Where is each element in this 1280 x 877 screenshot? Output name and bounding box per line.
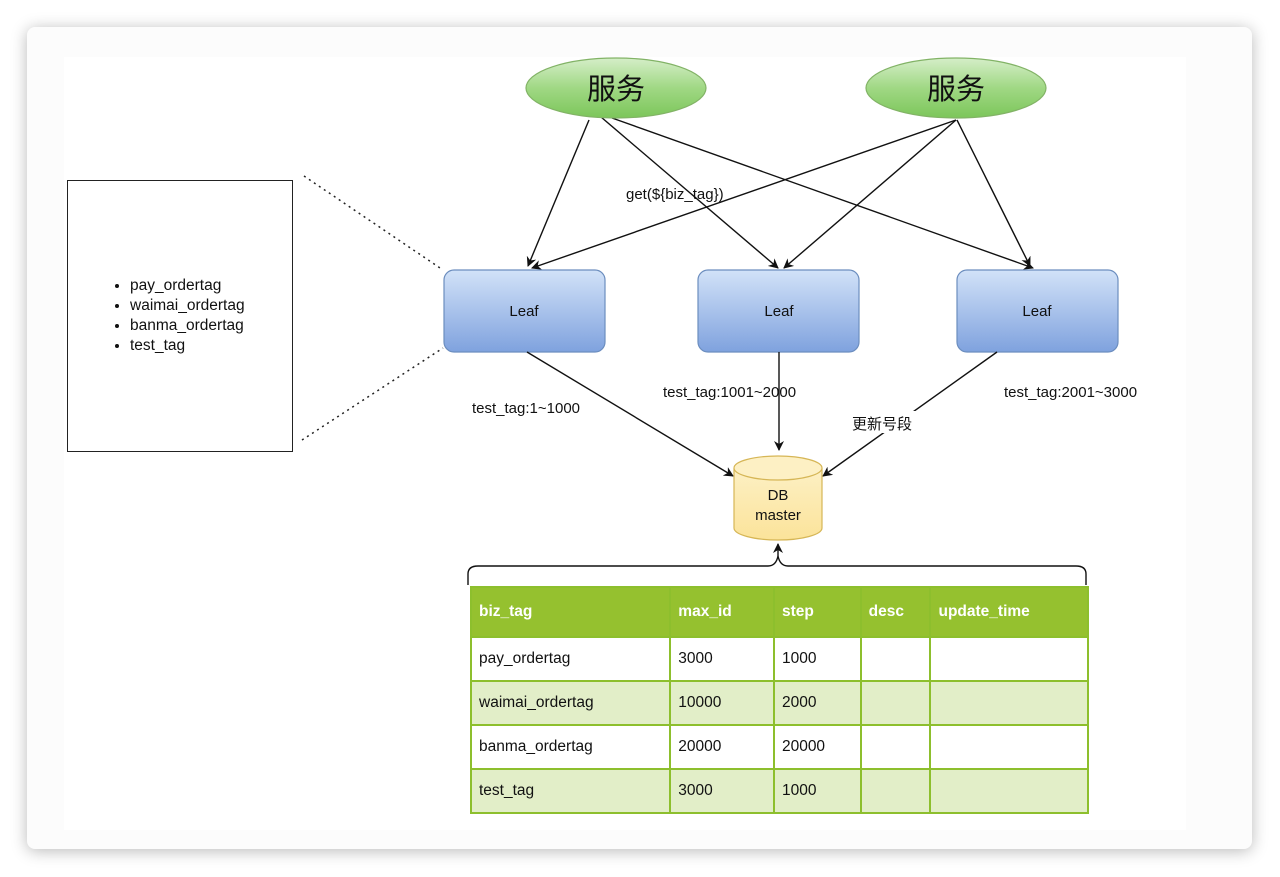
leaf-node-2[interactable]: Leaf xyxy=(697,269,860,353)
db-label-line1: DB xyxy=(768,487,789,504)
leaf-label: Leaf xyxy=(509,303,539,320)
leaf-node-3[interactable]: Leaf xyxy=(956,269,1119,353)
service-label: 服务 xyxy=(587,72,645,106)
table-cell xyxy=(929,636,1089,682)
table-cell: 1000 xyxy=(772,636,862,682)
service-node-1[interactable]: 服务 xyxy=(525,57,707,119)
table-cell xyxy=(929,768,1089,814)
table-cell xyxy=(859,680,932,726)
table-row: banma_ordertag 20000 20000 xyxy=(469,724,1089,770)
arrow-leaf1-db xyxy=(526,351,734,477)
table-brace xyxy=(467,555,1087,585)
column-header: update_time xyxy=(929,586,1089,638)
table-row: test_tag 3000 1000 xyxy=(469,768,1089,814)
table-cell: 10000 xyxy=(669,680,775,726)
table-cell: 3000 xyxy=(669,768,775,814)
arrow-s1-leaf3 xyxy=(611,117,1034,270)
table-cell: banma_ordertag xyxy=(469,724,672,770)
table-cell xyxy=(859,724,932,770)
table-cell xyxy=(859,768,932,814)
column-header: desc xyxy=(859,586,932,638)
table-cell: test_tag xyxy=(469,768,672,814)
table-cell xyxy=(929,680,1089,726)
arrow-s2-leaf2 xyxy=(783,119,957,269)
table-header-row: biz_tag max_id step desc update_time xyxy=(469,586,1089,638)
leaf-label: Leaf xyxy=(1022,303,1052,320)
table-cell xyxy=(929,724,1089,770)
table-row: pay_ordertag 3000 1000 xyxy=(469,636,1089,682)
column-header: max_id xyxy=(669,586,775,638)
table-cell: 3000 xyxy=(669,636,775,682)
update-segment-label: 更新号段 xyxy=(852,415,912,433)
list-item: pay_ordertag xyxy=(130,276,245,296)
segment-label-2: test_tag:1001~2000 xyxy=(663,384,796,401)
list-item: waimai_ordertag xyxy=(130,296,245,316)
column-header: step xyxy=(772,586,862,638)
table-cell: pay_ordertag xyxy=(469,636,672,682)
leaf-label: Leaf xyxy=(764,303,794,320)
table-cell: 2000 xyxy=(772,680,862,726)
table-cell: waimai_ordertag xyxy=(469,680,672,726)
service-node-2[interactable]: 服务 xyxy=(865,57,1047,119)
arrow-s1-leaf1 xyxy=(526,119,590,267)
leaf-node-1[interactable]: Leaf xyxy=(443,269,606,353)
table-cell xyxy=(859,636,932,682)
table-cell: 1000 xyxy=(772,768,862,814)
biz-tag-list: pay_ordertag waimai_ordertag banma_order… xyxy=(68,276,245,356)
service-label: 服务 xyxy=(927,72,985,106)
segment-label-3: test_tag:2001~3000 xyxy=(1004,384,1137,401)
leaf-alloc-table: biz_tag max_id step desc update_time pay… xyxy=(469,586,1089,814)
arrow-s2-leaf3 xyxy=(956,119,1031,267)
table-cell: 20000 xyxy=(772,724,862,770)
db-master-node[interactable]: DB master xyxy=(733,455,823,541)
table-row: waimai_ordertag 10000 2000 xyxy=(469,680,1089,726)
column-header: biz_tag xyxy=(469,586,672,638)
biz-tag-list-box: pay_ordertag waimai_ordertag banma_order… xyxy=(67,180,293,452)
list-item: test_tag xyxy=(130,336,245,356)
zoom-line-bottom xyxy=(301,347,444,441)
table-cell: 20000 xyxy=(669,724,775,770)
db-label-line2: master xyxy=(755,507,801,524)
arrow-s2-leaf1 xyxy=(531,119,957,270)
zoom-line-top xyxy=(303,175,444,271)
list-item: banma_ordertag xyxy=(130,316,245,336)
arrow-s1-leaf2 xyxy=(600,116,779,269)
request-label: get(${biz_tag}) xyxy=(626,186,724,203)
segment-label-1: test_tag:1~1000 xyxy=(472,400,580,417)
